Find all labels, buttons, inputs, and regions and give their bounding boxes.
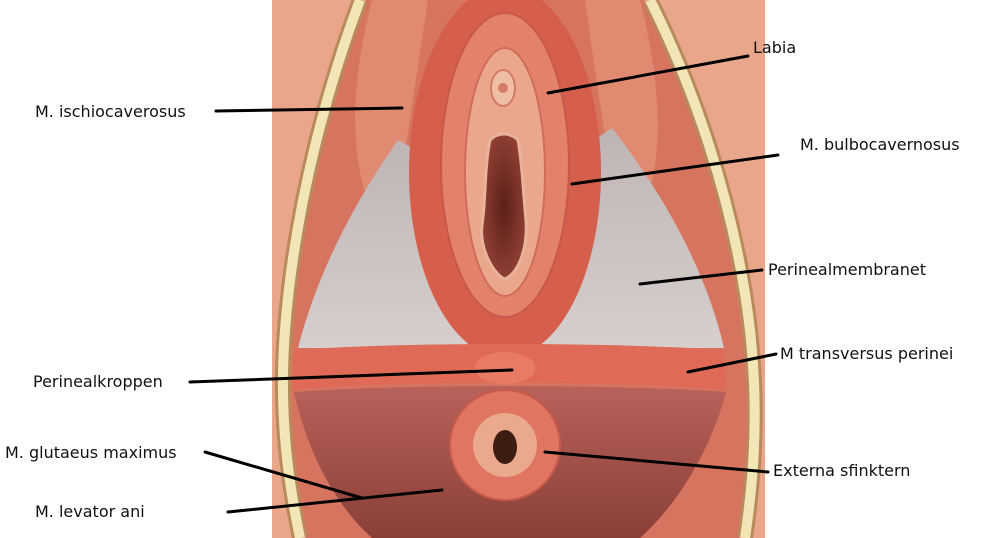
label-ischiocavernosus: M. ischiocaverosus — [35, 102, 186, 121]
vaginal-opening — [482, 134, 527, 279]
perineal-body — [475, 352, 535, 384]
label-externa: Externa sfinktern — [773, 461, 910, 480]
label-levator: M. levator ani — [35, 502, 145, 521]
label-transversus: M transversus perinei — [780, 344, 953, 363]
label-bulbocavernosus: M. bulbocavernosus — [800, 135, 960, 154]
label-labia: Labia — [753, 38, 796, 57]
label-glutaeus: M. glutaeus maximus — [5, 443, 177, 462]
anal-opening — [493, 430, 517, 464]
label-perinealmembranet: Perinealmembranet — [768, 260, 926, 279]
label-perinealkroppen: Perinealkroppen — [33, 372, 163, 391]
clitoris-glans — [498, 83, 508, 93]
